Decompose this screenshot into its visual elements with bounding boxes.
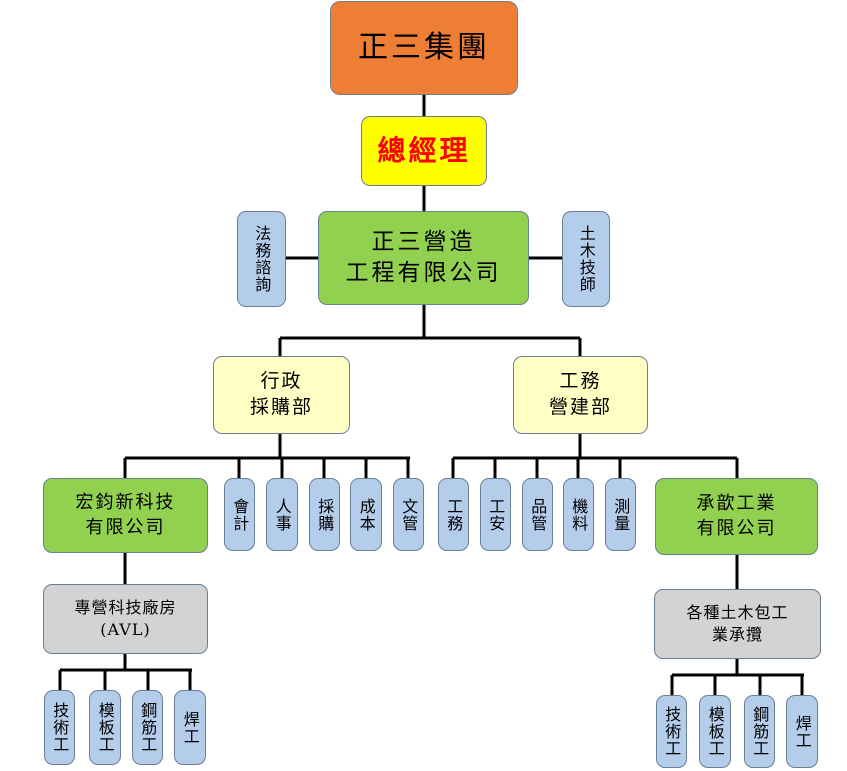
node-avl-tech-plant: 專營科技廠房 (AVL) — [43, 584, 208, 654]
node-left-rebar: 鋼筋工 — [132, 690, 163, 765]
node-accounting: 會計 — [224, 478, 255, 551]
node-document-control: 文管 — [393, 478, 424, 551]
node-chengxin-industrial: 承歆工業 有限公司 — [655, 478, 818, 555]
node-hongjun-technology: 宏鈞新科技 有限公司 — [43, 478, 208, 553]
node-zhengsan-group: 正三集團 — [330, 1, 518, 95]
node-quality-control: 品管 — [522, 478, 553, 551]
node-purchasing: 採購 — [309, 478, 340, 551]
node-site-works: 工務 — [438, 478, 469, 551]
node-engineering-construction: 工務 營建部 — [513, 356, 648, 434]
node-civil-engineer: 土木技師 — [562, 211, 610, 307]
node-right-welder: 焊工 — [786, 695, 818, 768]
node-zhengsan-construction: 正三營造 工程有限公司 — [318, 211, 529, 305]
node-left-welder: 焊工 — [174, 690, 206, 765]
node-legal-consulting: 法務諮詢 — [237, 211, 286, 307]
node-right-rebar: 鋼筋工 — [744, 695, 775, 768]
node-general-manager: 總經理 — [361, 116, 487, 186]
node-left-formwork: 模板工 — [89, 690, 121, 765]
node-right-formwork: 模板工 — [699, 695, 731, 768]
node-cost: 成本 — [350, 478, 382, 551]
node-human-resources: 人事 — [266, 478, 298, 551]
node-surveying: 測量 — [605, 478, 636, 551]
node-left-technician: 技術工 — [44, 690, 75, 765]
node-civil-subcontracting: 各種土木包工 業承攬 — [654, 589, 821, 659]
node-admin-purchasing: 行政 採購部 — [213, 356, 350, 434]
node-right-technician: 技術工 — [656, 695, 687, 768]
node-safety: 工安 — [480, 478, 511, 551]
node-machinery-materials: 機料 — [563, 478, 594, 551]
